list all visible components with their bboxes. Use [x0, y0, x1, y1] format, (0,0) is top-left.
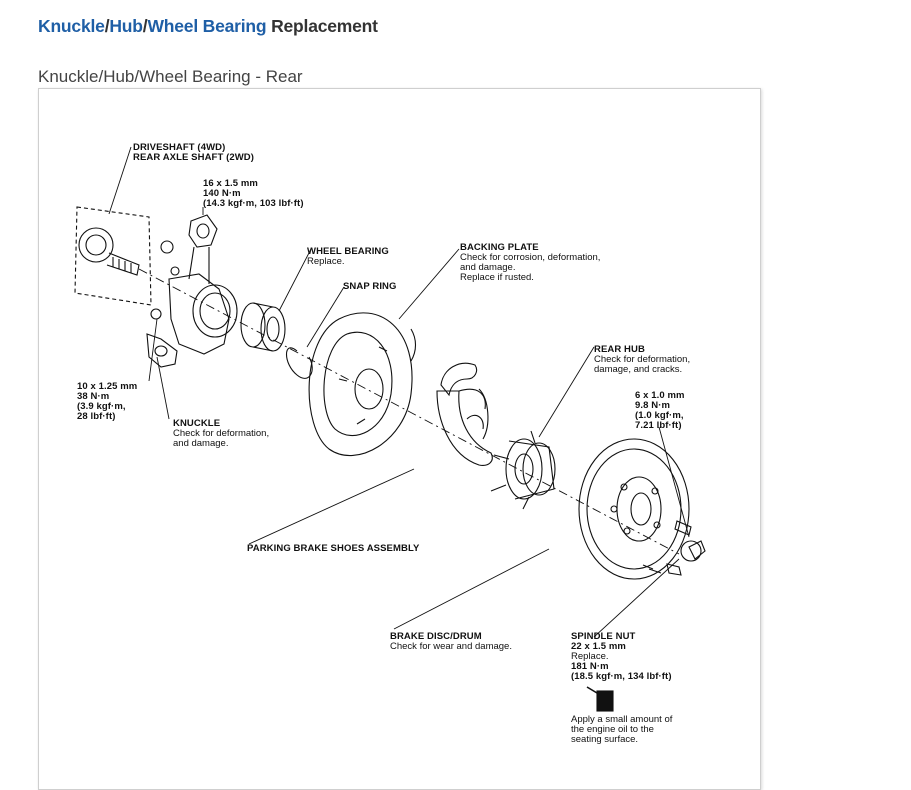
label-brake-disc: BRAKE DISC/DRUM Check for wear and damag… — [390, 631, 512, 652]
driveshaft-part — [74, 206, 152, 306]
label-torque-small-screw: 6 x 1.0 mm 9.8 N·m (1.0 kgf·m, 7.21 lbf·… — [635, 390, 685, 431]
oil-can-icon — [586, 686, 614, 712]
link-hub[interactable]: Hub — [109, 16, 143, 36]
label-parking-brake-shoes: PARKING BRAKE SHOES ASSEMBLY — [247, 543, 420, 554]
snap-ring-part — [285, 347, 313, 379]
backing-plate-part — [308, 312, 417, 457]
label-backing-plate: BACKING PLATE Check for corrosion, defor… — [460, 242, 601, 283]
label-torque-top: 16 x 1.5 mm 140 N·m (14.3 kgf·m, 103 lbf… — [203, 178, 304, 209]
page-title: Knuckle/Hub/Wheel Bearing Replacement — [38, 16, 378, 37]
title-suffix: Replacement — [266, 16, 378, 36]
label-torque-left: 10 x 1.25 mm 38 N·m (3.9 kgf·m, 28 lbf·f… — [77, 381, 138, 422]
diagram-figure: DRIVESHAFT (4WD) REAR AXLE SHAFT (2WD) 1… — [38, 88, 761, 790]
label-snap-ring: SNAP RING — [343, 281, 397, 292]
link-knuckle[interactable]: Knuckle — [38, 16, 105, 36]
knuckle-part — [146, 214, 238, 368]
section-subtitle: Knuckle/Hub/Wheel Bearing - Rear — [38, 67, 303, 86]
exploded-view-illustration — [74, 146, 706, 712]
link-wheel-bearing[interactable]: Wheel Bearing — [147, 16, 267, 36]
label-knuckle: KNUCKLE Check for deformation, and damag… — [173, 418, 270, 449]
leader-lines — [108, 146, 690, 638]
parking-brake-shoes-part — [436, 362, 493, 466]
title-separator-1: / — [104, 16, 110, 36]
wheel-bearing-part — [240, 302, 286, 352]
fastener-parts — [642, 520, 706, 576]
label-rear-hub: REAR HUB Check for deformation, damage, … — [594, 344, 691, 375]
label-driveshaft: DRIVESHAFT (4WD) REAR AXLE SHAFT (2WD) — [133, 142, 255, 163]
label-spindle-nut: SPINDLE NUT 22 x 1.5 mm Replace. 181 N·m… — [571, 631, 672, 682]
brake-disc-part — [578, 438, 690, 580]
label-wheel-bearing: WHEEL BEARING Replace. — [307, 246, 389, 267]
title-separator-2: / — [142, 16, 148, 36]
rear-hub-part — [490, 430, 556, 510]
label-oil-note: Apply a small amount of the engine oil t… — [571, 714, 673, 745]
